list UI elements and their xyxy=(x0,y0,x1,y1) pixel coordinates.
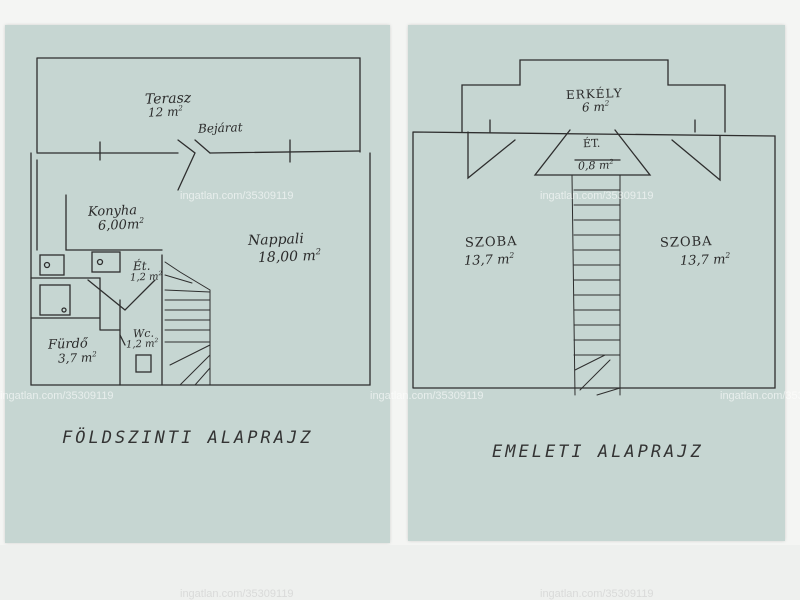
bathroom-walls xyxy=(30,277,121,331)
room-right-name: SZOBA xyxy=(659,234,713,251)
wc-area: 1,2 m2 xyxy=(125,337,159,351)
terrace-area: 12 m2 xyxy=(147,103,184,120)
wc-walls xyxy=(119,254,163,386)
dormer-right xyxy=(671,135,721,182)
living-room-area: 18,00 m2 xyxy=(257,246,322,267)
watermark: ingatlan.com/35309119 xyxy=(180,190,294,202)
watermark: ingatlan.com/35309119 xyxy=(0,390,114,402)
kitchen-name: Konyha xyxy=(87,203,138,220)
page-bottom xyxy=(0,545,800,600)
upper-stairs xyxy=(571,174,621,396)
landing xyxy=(533,129,652,176)
balcony-name: ERKÉLY xyxy=(565,86,623,102)
watermark: ingatlan.com/35309119 xyxy=(540,588,654,600)
entrance-wall xyxy=(36,150,361,154)
dining-area: 1,2 m2 xyxy=(129,270,163,284)
ground-stairs xyxy=(164,261,211,386)
ground-floor-drawing xyxy=(30,57,371,386)
bathroom-area: 3,7 m2 xyxy=(57,349,97,366)
upper-landing-area: 0,8 m2 xyxy=(577,157,614,173)
kitchen-counter xyxy=(65,194,163,251)
watermark: ingatlan.com/35309119 xyxy=(180,588,294,600)
kitchen-area: 6,00m2 xyxy=(97,215,145,234)
entrance-name: Bejárat xyxy=(197,120,243,136)
upper-floor-drawing xyxy=(412,59,776,396)
balcony-area: 6 m2 xyxy=(581,98,610,115)
watermark: ingatlan.com/35309119 xyxy=(370,390,484,402)
upper-outer-wall xyxy=(412,131,776,389)
upper-landing-name: ÉT. xyxy=(582,136,601,151)
dormer-left xyxy=(467,131,516,180)
balcony-outline xyxy=(461,59,726,133)
watermark: ingatlan.com/35309119 xyxy=(540,190,654,202)
upper-floor-title: EMELETI ALAPRAJZ xyxy=(492,442,704,462)
living-room-name: Nappali xyxy=(247,231,305,249)
upper-floor-sheet xyxy=(408,25,785,541)
ground-outer-wall xyxy=(30,152,371,386)
ground-floor-title: FÖLDSZINTI ALAPRAJZ xyxy=(62,428,314,448)
ground-floor-sheet xyxy=(5,25,390,543)
room-left-name: SZOBA xyxy=(464,234,518,251)
wc-name: Wc. xyxy=(132,326,155,341)
room-left-area: 13,7 m2 xyxy=(463,250,515,269)
dining-name: Ét. xyxy=(132,258,151,274)
watermark: ingatlan.com/35309119 xyxy=(720,390,800,402)
room-right-area: 13,7 m2 xyxy=(679,250,731,269)
terrace-outline xyxy=(36,57,361,153)
entrance-door xyxy=(177,139,211,191)
bathroom-name: Fürdő xyxy=(47,336,89,353)
